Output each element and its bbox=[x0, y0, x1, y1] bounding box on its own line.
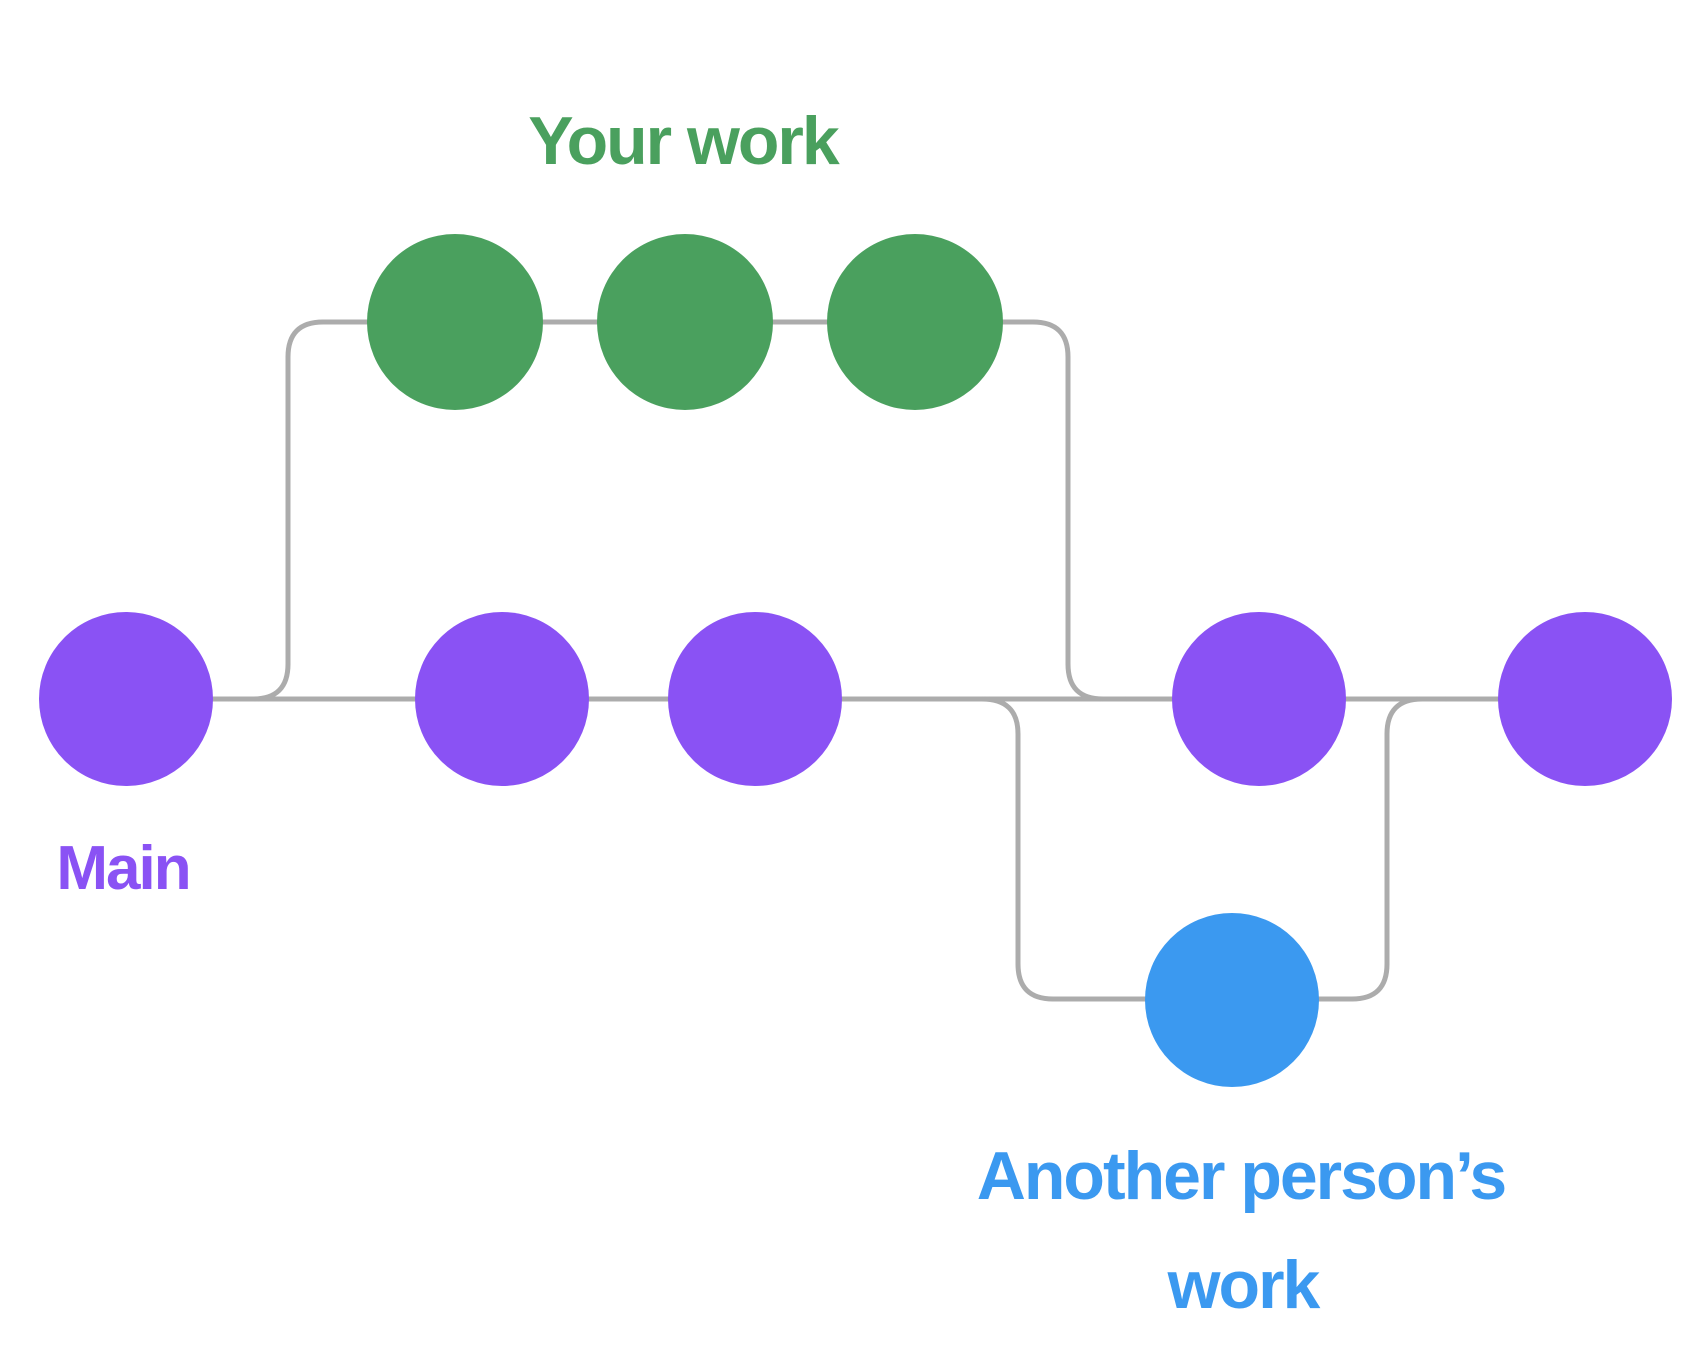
commit-main-1 bbox=[39, 612, 213, 786]
another-person-branch-commits bbox=[1145, 913, 1319, 1087]
another-person-label-line2: work bbox=[1167, 1247, 1321, 1323]
commit-main-5 bbox=[1498, 612, 1672, 786]
commit-main-2 bbox=[415, 612, 589, 786]
another-person-branch-line bbox=[957, 696, 1448, 1002]
your-work-branch-commits bbox=[367, 234, 1003, 410]
commit-your-work-3 bbox=[827, 234, 1003, 410]
branch-lines bbox=[123, 319, 1588, 1002]
commit-your-work-2 bbox=[597, 234, 773, 410]
commit-your-work-1 bbox=[367, 234, 543, 410]
main-branch-commits bbox=[39, 612, 1672, 786]
another-person-label-line1: Another person’s bbox=[977, 1138, 1506, 1214]
commit-main-4 bbox=[1172, 612, 1346, 786]
main-label: Main bbox=[56, 834, 189, 903]
commit-another-person-1 bbox=[1145, 913, 1319, 1087]
commit-main-3 bbox=[668, 612, 842, 786]
your-work-label: Your work bbox=[528, 103, 840, 179]
